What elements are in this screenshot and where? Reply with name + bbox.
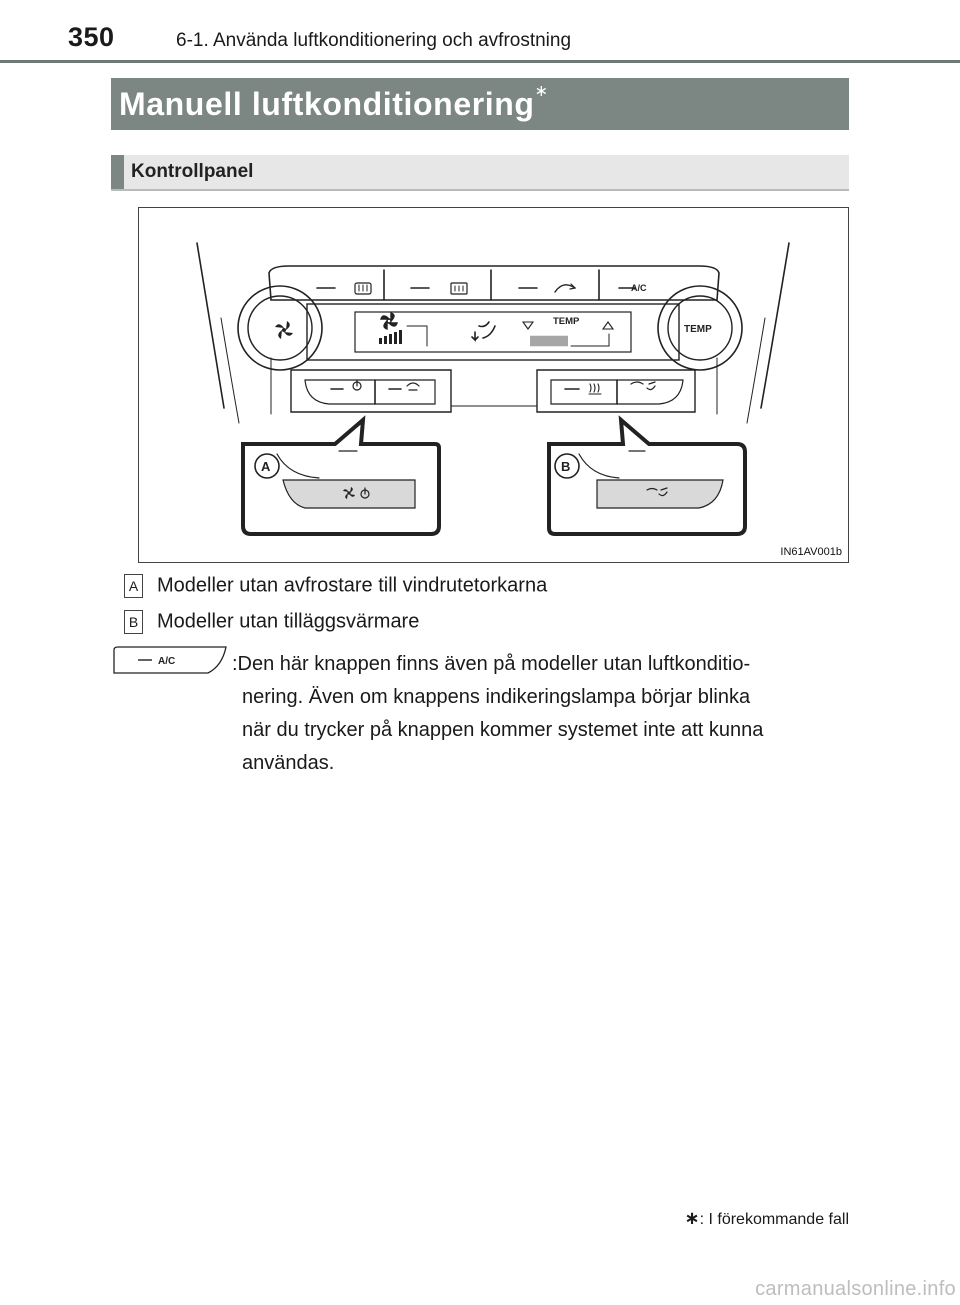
ac-note: :Den här knappen finns även på modeller …	[232, 648, 842, 780]
legend-item-a: A Modeller utan avfrostare till vindrutet…	[124, 574, 547, 598]
section-title: Manuell luftkonditionering∗	[111, 78, 849, 130]
page-number: 350	[68, 22, 115, 52]
callout-a-badge	[254, 453, 280, 479]
ac-note-line-4: användas.	[242, 752, 335, 774]
fan-knob	[247, 295, 313, 361]
callout-b-defroster-icon	[646, 487, 668, 497]
ac-button-label: A/C	[631, 283, 647, 293]
fan-icon	[275, 321, 293, 339]
section-title-marker: ∗	[534, 83, 549, 100]
control-panel-illustration: A/C TEMP TEMP A B	[196, 242, 790, 536]
lower-right-pod	[536, 369, 696, 413]
windshield-defroster-icon	[630, 381, 656, 391]
footnote: ∗: I förekommande fall	[685, 1208, 850, 1229]
figure-code: IN61AV001b	[780, 546, 842, 558]
top-button-strip	[268, 265, 720, 301]
fan-knob-outer	[237, 285, 323, 371]
legend-item-b: B Modeller utan tilläggsvärmare	[124, 610, 419, 634]
ac-note-line-3: när du trycker på knappen kommer systeme…	[242, 719, 764, 741]
display-screen	[354, 311, 632, 353]
temp-knob-label: TEMP	[684, 324, 712, 335]
ac-icon-label: A/C	[158, 656, 175, 667]
fan-speed-bars	[379, 330, 402, 344]
temp-down-icon	[521, 321, 535, 330]
subsection-bar	[111, 155, 124, 189]
watermark: carmanualsonline.info	[755, 1278, 956, 1300]
seat-heater-icon	[588, 383, 602, 395]
legend-marker-b: B	[124, 610, 143, 634]
temp-knob	[667, 295, 733, 361]
subsection-title: Kontrollpanel	[111, 155, 849, 191]
callout-b-frame	[547, 415, 747, 536]
callout-b-button	[596, 479, 724, 509]
chapter-header: 6-1. Använda luftkonditionering och avfr…	[176, 30, 572, 51]
dash-line-left	[196, 242, 225, 409]
footnote-text: : I förekommande fall	[699, 1211, 849, 1228]
subsection-title-text: Kontrollpanel	[131, 161, 254, 182]
airflow-icon	[471, 321, 496, 342]
temp-knob-outer	[657, 285, 743, 371]
control-panel-figure: A/C TEMP TEMP A B IN61AV001b	[138, 207, 849, 563]
legend-text-b: Modeller utan tilläggsvärmare	[157, 610, 420, 633]
dash-line-right	[760, 242, 790, 409]
lower-left-pod	[290, 369, 452, 413]
temp-gauge	[530, 335, 568, 347]
ac-note-line-2: nering. Även om knappens indikeringslamp…	[242, 686, 751, 708]
callout-a-letter: A	[261, 459, 271, 474]
callout-b-letter: B	[561, 459, 570, 474]
temp-up-icon	[601, 321, 615, 330]
section-title-text: Manuell luftkonditionering	[119, 86, 535, 122]
display-frame	[306, 303, 680, 361]
mirror-heater-icon	[450, 282, 468, 295]
display-temp-label: TEMP	[553, 316, 580, 327]
callout-b-badge	[554, 453, 580, 479]
ac-button-icon: A/C	[113, 646, 227, 674]
header-divider	[0, 60, 960, 63]
legend-text-a: Modeller utan avfrostare till vindruteto…	[157, 574, 548, 597]
wiper-deicer-icon	[406, 382, 420, 391]
rear-defogger-icon	[354, 282, 372, 295]
footnote-marker: ∗	[684, 1208, 700, 1228]
fan-display-icon	[380, 312, 398, 330]
legend-marker-a: A	[124, 574, 143, 598]
ac-note-line-1: :Den här knappen finns även på modeller …	[232, 653, 751, 675]
